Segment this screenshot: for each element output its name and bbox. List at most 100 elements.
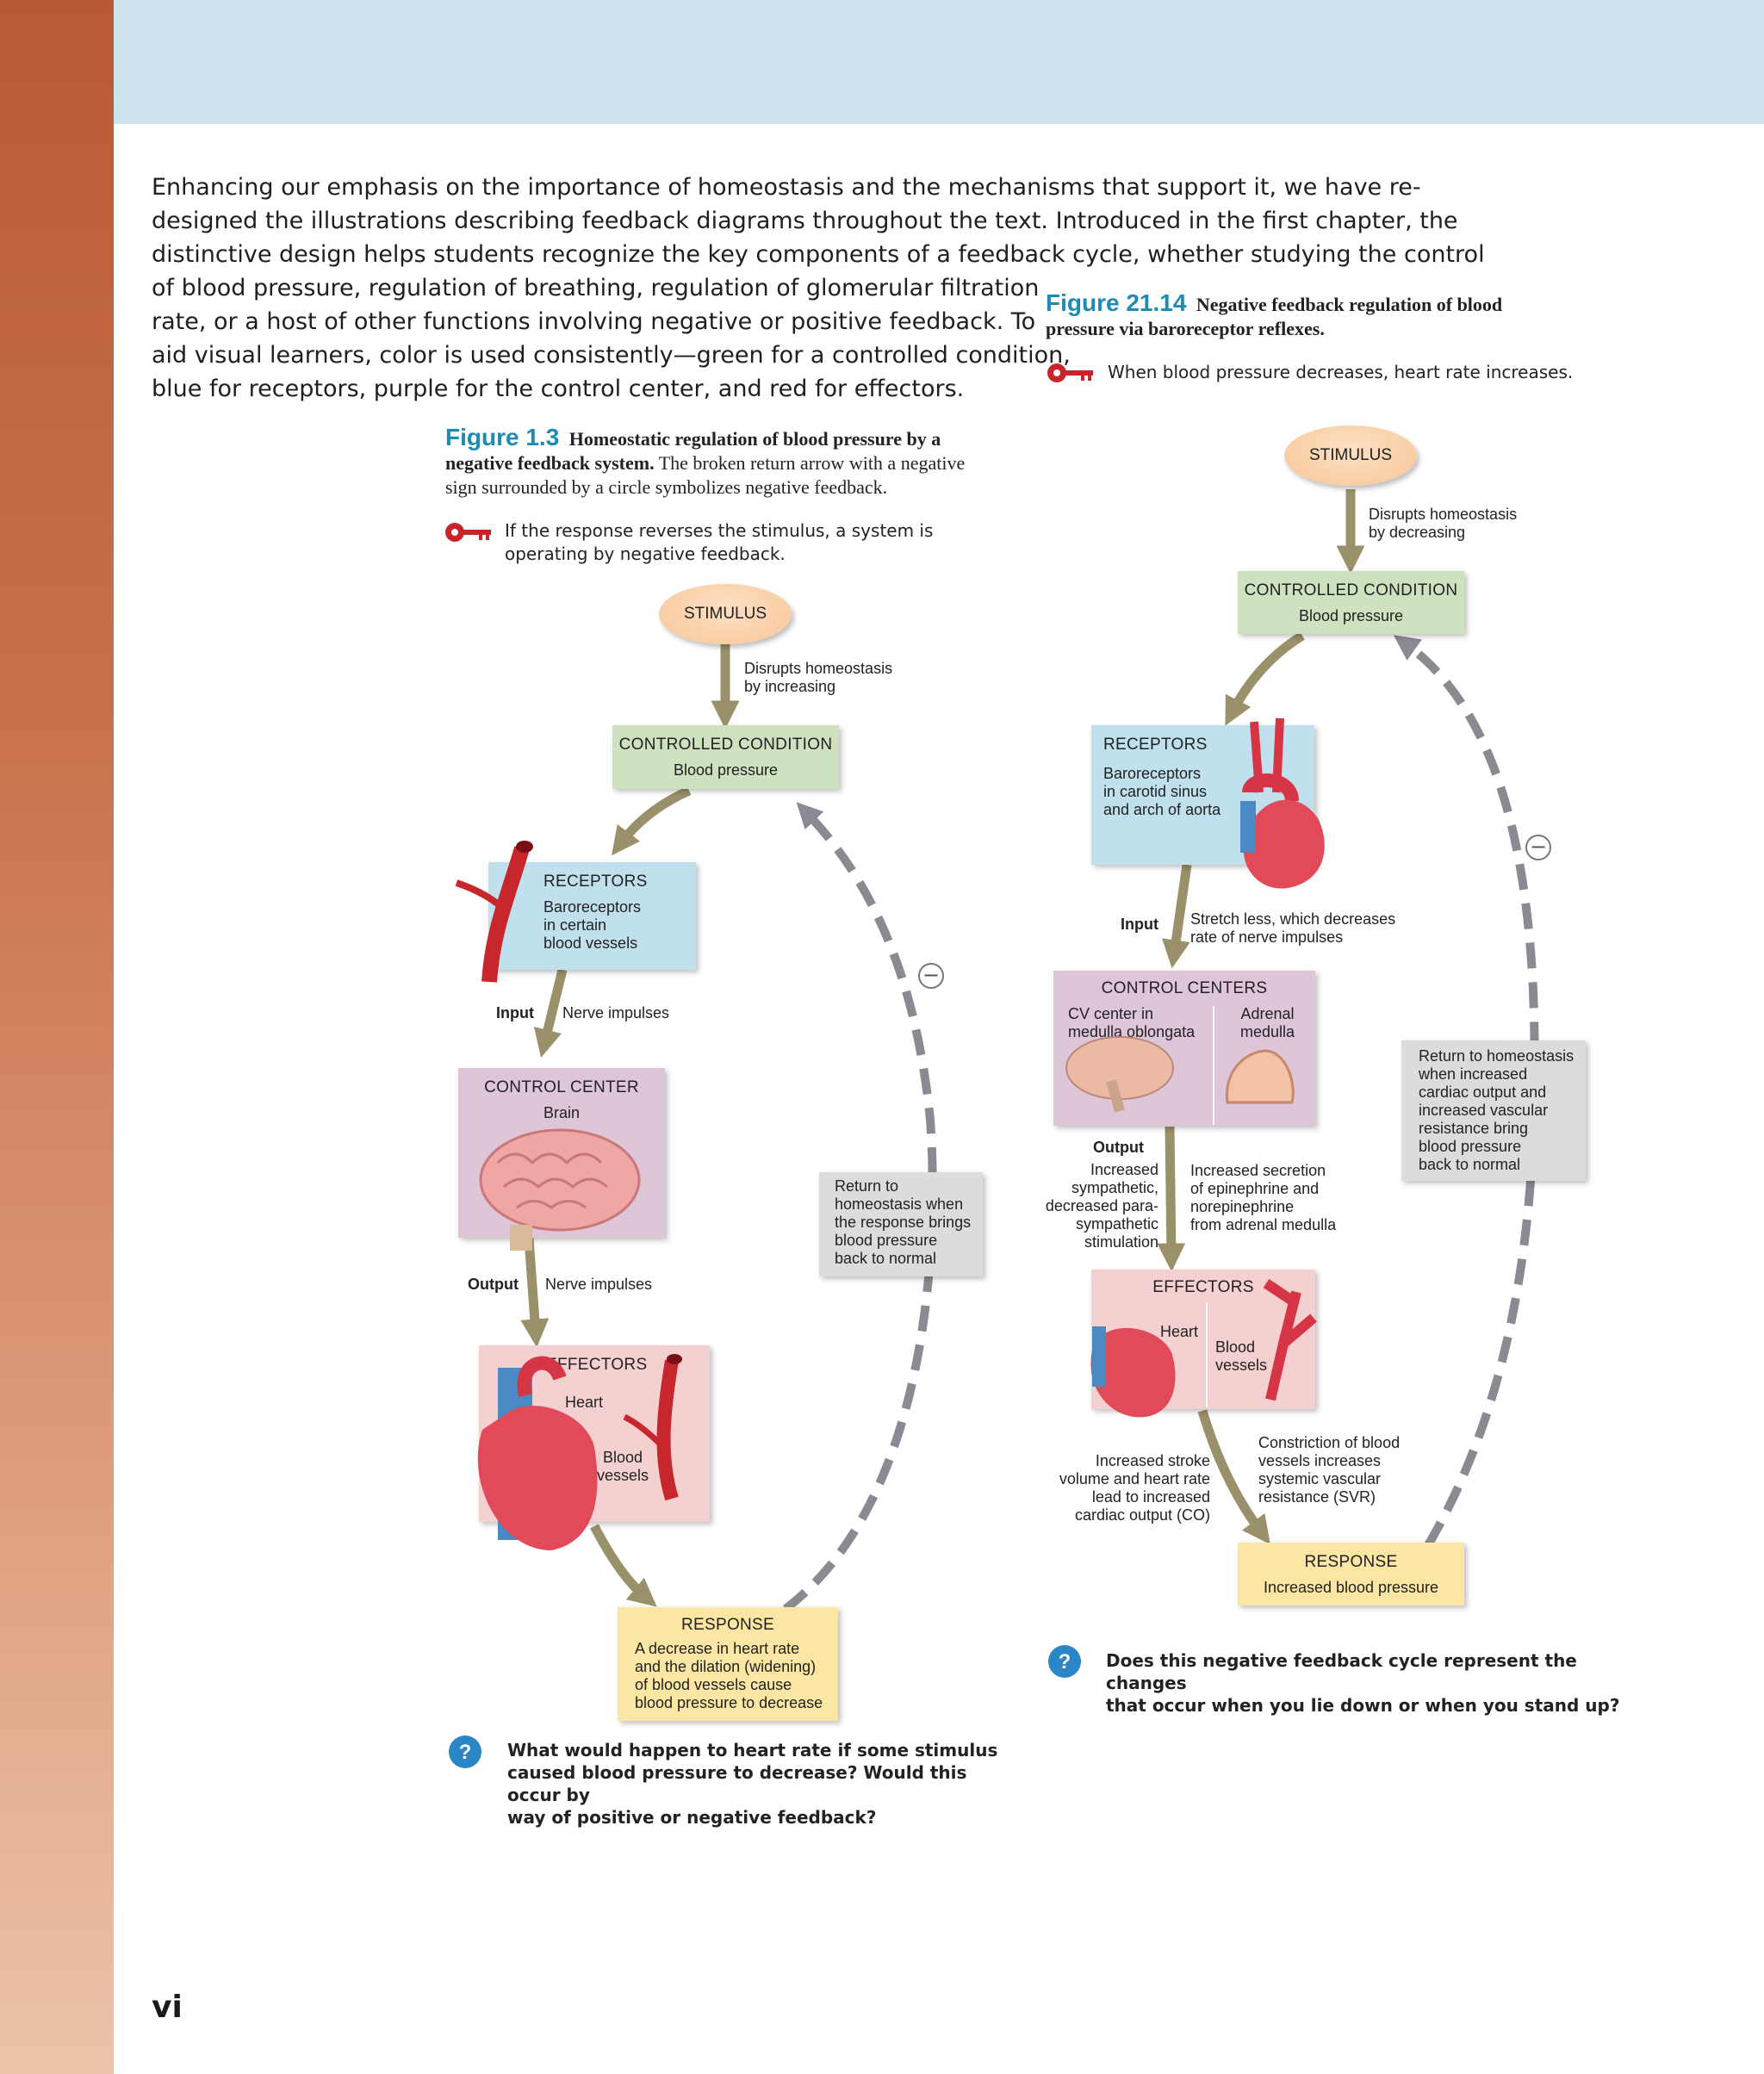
label-line: vessels	[1215, 1357, 1268, 1374]
box-subtitle: Blood pressure	[1298, 607, 1404, 624]
output-right-text: Increased secretion of epinephrine and n…	[1190, 1162, 1336, 1234]
page-number: vi	[152, 1990, 183, 2025]
label-line: Constriction of blood	[1258, 1434, 1401, 1451]
box-subtitle: Brain	[543, 1104, 581, 1121]
label-line: and the dilation (widening)	[635, 1658, 817, 1675]
intro-line: distinctive design helps students recogn…	[152, 241, 1485, 268]
question-glyph: ?	[1059, 1650, 1071, 1673]
label-line: stimulation	[1084, 1233, 1158, 1251]
key-statement: When blood pressure decreases, heart rat…	[1108, 362, 1574, 382]
label-line: Increased	[1090, 1161, 1158, 1178]
label-line: Disrupts homeostasis	[1369, 506, 1518, 523]
vessels-label: Blood vessels	[597, 1449, 649, 1485]
label-line: Baroreceptors	[1103, 765, 1202, 782]
key-icon	[444, 520, 494, 550]
label-line: in certain	[543, 916, 607, 934]
output-label: Output	[1093, 1139, 1144, 1156]
figure-caption-text: The broken return arrow with a negative …	[445, 452, 966, 498]
label-line: Does this negative feedback cycle repres…	[1106, 1650, 1577, 1693]
disrupts-label: Disrupts homeostasis by decreasing	[1369, 506, 1517, 542]
arrow-condition-to-receptors	[1225, 631, 1305, 726]
figure-number: Figure 1.3	[445, 424, 560, 450]
label-line: sympathetic,	[1071, 1179, 1158, 1196]
arrow-centers-to-effectors	[1157, 1126, 1186, 1272]
arrow-effectors-to-response	[590, 1524, 657, 1607]
key-statement: If the response reverses the stimulus, a…	[505, 520, 934, 564]
label-line: Adrenal	[1240, 1005, 1295, 1022]
left-effect-text: Increased stroke volume and heart rate l…	[1055, 1452, 1210, 1524]
label-line: the response brings	[835, 1214, 972, 1231]
label-line: A decrease in heart rate	[635, 1640, 800, 1657]
disrupts-label: Disrupts homeostasis by increasing	[744, 660, 892, 696]
right-effect-text: Constriction of blood vessels increases …	[1258, 1434, 1400, 1506]
box-subtitle: Blood pressure	[673, 761, 779, 779]
label-line: blood pressure	[835, 1232, 938, 1249]
label-line: medulla	[1240, 1023, 1295, 1040]
controlled-condition-box: CONTROLLED CONDITION Blood pressure	[612, 725, 839, 789]
dashed-return-arrow	[782, 802, 937, 1612]
label-line: blood pressure	[1419, 1138, 1522, 1155]
label-line: rate of nerve impulses	[1190, 928, 1344, 946]
figure-title: Negative feedback regulation of blood pr…	[1046, 294, 1503, 339]
label-line: resistance bring	[1419, 1120, 1529, 1137]
label-line: of blood vessels cause	[635, 1676, 792, 1693]
label-line: Increased secretion	[1190, 1162, 1326, 1179]
intro-paragraph: Enhancing our emphasis on the importance…	[152, 171, 1485, 406]
label-line: back to normal	[835, 1250, 937, 1267]
label-line: lead to increased	[1091, 1488, 1210, 1506]
heart-label: Heart	[1160, 1323, 1199, 1340]
intro-line: aid visual learners, color is used consi…	[152, 342, 1071, 369]
dashed-return-arrow	[1393, 635, 1539, 1548]
output-text: Nerve impulses	[545, 1276, 653, 1293]
negative-sign-icon: −	[918, 963, 944, 989]
header-band	[114, 0, 1764, 124]
box-title: RECEPTORS	[543, 872, 648, 891]
input-label: Input	[1121, 916, 1158, 933]
intro-line: designed the illustrations describing fe…	[152, 208, 1458, 234]
box-subtitle: A decrease in heart rate and the dilatio…	[635, 1640, 838, 1712]
box-divider	[1206, 1302, 1208, 1407]
label-line: blood vessels	[543, 935, 638, 952]
label-line: CV center in	[1068, 1005, 1154, 1022]
label-line: increased vascular	[1419, 1102, 1549, 1119]
question-glyph: ?	[459, 1741, 472, 1764]
input-label: Input	[496, 1004, 534, 1021]
label-line: way of positive or negative feedback?	[507, 1807, 877, 1828]
label-line: from adrenal medulla	[1190, 1216, 1337, 1233]
label-line: Blood	[1215, 1338, 1256, 1356]
box-title: RECEPTORS	[1103, 736, 1208, 754]
box-title: EFFECTORS	[1152, 1278, 1254, 1296]
receptors-box: RECEPTORS Baroreceptors in certain blood…	[488, 862, 696, 970]
label-line: by decreasing	[1369, 524, 1466, 541]
label-line: and arch of aorta	[1103, 801, 1221, 818]
box-subtitle: Return to homeostasis when increased car…	[1419, 1047, 1586, 1174]
label-line: sympathetic	[1075, 1215, 1158, 1233]
stimulus-oval: STIMULUS	[1284, 425, 1417, 486]
intro-line: rate, or a host of other functions invol…	[152, 308, 1036, 335]
arrow-center-to-effectors	[520, 1238, 550, 1348]
label-line: blood pressure to decrease	[635, 1694, 823, 1711]
label-line: vessels increases	[1258, 1452, 1382, 1469]
box-subtitle: Return to homeostasis when the response …	[835, 1177, 983, 1268]
question-text: Does this negative feedback cycle repres…	[1106, 1649, 1640, 1717]
arrow-condition-to-receptors	[612, 786, 692, 856]
heart-label: Heart	[565, 1394, 604, 1411]
label-line: medulla oblongata	[1068, 1023, 1196, 1040]
sidebar-band	[0, 0, 114, 2074]
response-box: RESPONSE Increased blood pressure	[1238, 1543, 1464, 1605]
figure-1-3-caption: Figure 1.3 Homeostatic regulation of blo…	[445, 425, 988, 500]
cv-center-label: CV center in medulla oblongata	[1068, 1005, 1195, 1041]
label-line: volume and heart rate	[1059, 1470, 1210, 1487]
label-line: caused blood pressure to decrease? Would…	[507, 1762, 967, 1805]
label-line: What would happen to heart rate if some …	[507, 1740, 998, 1760]
vessels-label: Blood vessels	[1215, 1338, 1267, 1375]
intro-line: of blood pressure, regulation of breathi…	[152, 275, 1040, 301]
label-line: homeostasis when	[835, 1195, 964, 1213]
box-title: CONTROLLED CONDITION	[1244, 581, 1458, 599]
box-title: RESPONSE	[1304, 1553, 1398, 1571]
label-line: vessels	[597, 1467, 649, 1484]
